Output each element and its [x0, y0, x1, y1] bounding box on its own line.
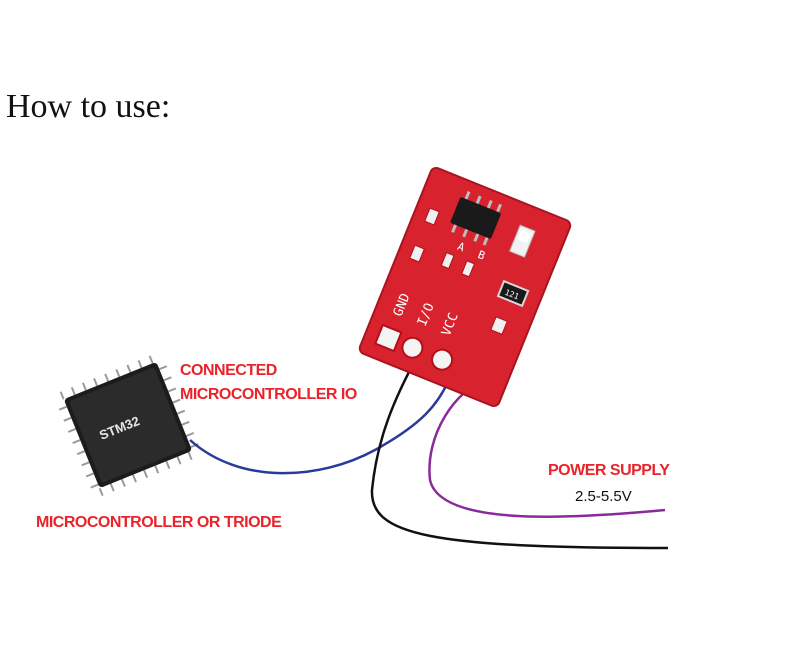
gnd-wire: [370, 359, 669, 550]
connected-label-line1: CONNECTED: [180, 362, 277, 379]
io-wire: [189, 371, 454, 475]
microcontroller-chip: STM32: [58, 355, 199, 497]
page-title: How to use:: [6, 88, 171, 125]
ic-chip: [450, 197, 501, 239]
touch-sensor-board: A B 121 GND I/O VCC: [358, 166, 572, 408]
pad-a-label: A: [455, 240, 466, 255]
voltage-label: 2.5-5.5V: [575, 488, 632, 505]
pad-b-label: B: [476, 248, 487, 263]
vcc-wire: [428, 376, 666, 518]
pin-gnd-pad: [373, 323, 403, 353]
pin-io-pad: [401, 336, 424, 359]
power-supply-label: POWER SUPPLY: [548, 462, 670, 479]
pin-vcc-pad: [431, 348, 454, 371]
connected-label-line2: MICROCONTROLLER IO: [180, 386, 357, 403]
resistor: [496, 279, 530, 308]
microcontroller-label: MICROCONTROLLER OR TRIODE: [36, 514, 282, 531]
